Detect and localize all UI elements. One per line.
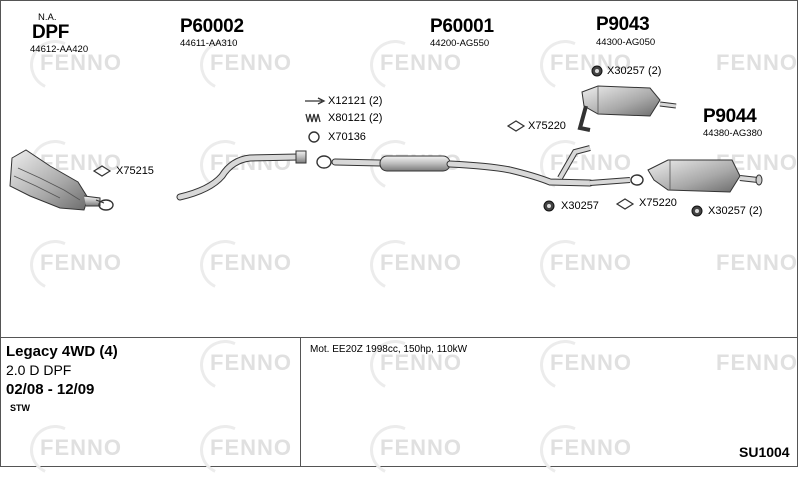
dpf-note: N.A. [38, 12, 57, 23]
seal-icon-left [92, 165, 112, 177]
motor-spec: Mot. EE20Z 1998cc, 150hp, 110kW [310, 344, 468, 355]
bolt-icon [305, 97, 326, 105]
watermark: FENNO [40, 50, 122, 75]
oe-number-p60001: 44200-AG550 [430, 38, 490, 49]
accessory-x12121: X12121 (2) [328, 95, 383, 107]
accessory-x30257-top: X30257 (2) [607, 65, 662, 77]
watermark: FENNO [550, 435, 632, 460]
drawing-frame [0, 0, 798, 467]
front-pipe-p60002 [95, 150, 307, 204]
vehicle-years: 02/08 - 12/09 [6, 381, 95, 398]
watermark: FENNO [210, 250, 292, 275]
watermark: FENNO [550, 250, 632, 275]
vehicle-model: Legacy 4WD (4) [6, 343, 118, 360]
watermark: FENNO [210, 435, 292, 460]
part-number-p9044: P9044 [703, 106, 757, 127]
accessory-x30257-a: X30257 [561, 200, 599, 212]
seal-icon-right [615, 198, 635, 210]
watermark: FENNO [210, 350, 292, 375]
pipe-clamp-dpf [98, 199, 114, 211]
part-number-dpf: DPF [32, 22, 70, 43]
vehicle-engine: 2.0 D DPF [6, 362, 72, 378]
rear-silencer-p9044 [647, 159, 763, 193]
accessory-x75220-b: X75220 [639, 197, 677, 209]
rubber-mount-icon-a [543, 200, 555, 212]
watermark: FENNO [40, 435, 122, 460]
oe-number-p9044: 44380-AG380 [703, 128, 763, 139]
watermark: FENNO [380, 50, 462, 75]
watermark: FENNO [380, 350, 462, 375]
seal-icon-mid [506, 120, 526, 132]
oe-number-dpf: 44612-AA420 [30, 44, 89, 55]
pipe-clamp-rear [630, 174, 644, 186]
part-number-p9043: P9043 [596, 14, 650, 35]
oe-number-p9043: 44300-AG050 [596, 37, 656, 48]
accessory-x30257-b: X30257 (2) [708, 205, 763, 217]
accessory-x75220-mid: X75220 [528, 120, 566, 132]
watermark: FENNO [40, 250, 122, 275]
vehicle-body: STW [10, 403, 30, 413]
info-table-divider [0, 337, 798, 338]
watermark: FENNO [210, 50, 292, 75]
watermark: FENNO [716, 250, 798, 275]
exhaust-system-drawing [9, 65, 763, 217]
ring-gasket-icon [308, 131, 320, 143]
rubber-mount-icon-b [691, 205, 703, 217]
watermark: FENNO [716, 350, 798, 375]
pipe-clamp-center [316, 155, 332, 169]
watermark: FENNO [550, 350, 632, 375]
rubber-mount-icon-top [591, 65, 603, 77]
rear-silencer-p9043 [577, 85, 677, 132]
oe-number-p60002: 44611-AA310 [180, 38, 238, 49]
watermark: FENNO [716, 50, 798, 75]
watermark: FENNO [380, 435, 462, 460]
accessory-x75215: X75215 [116, 165, 154, 177]
system-code: SU1004 [739, 444, 790, 460]
watermark: FENNO [550, 50, 632, 75]
watermark: FENNO [380, 250, 462, 275]
spring-icon [305, 113, 321, 123]
part-number-p60001: P60001 [430, 16, 494, 37]
accessory-x70136: X70136 [328, 131, 366, 143]
part-number-p60002: P60002 [180, 16, 244, 37]
dpf-unit [9, 149, 101, 211]
info-table-column-divider [300, 337, 301, 467]
center-pipe-p60001 [331, 145, 631, 187]
accessory-x80121: X80121 (2) [328, 112, 383, 124]
